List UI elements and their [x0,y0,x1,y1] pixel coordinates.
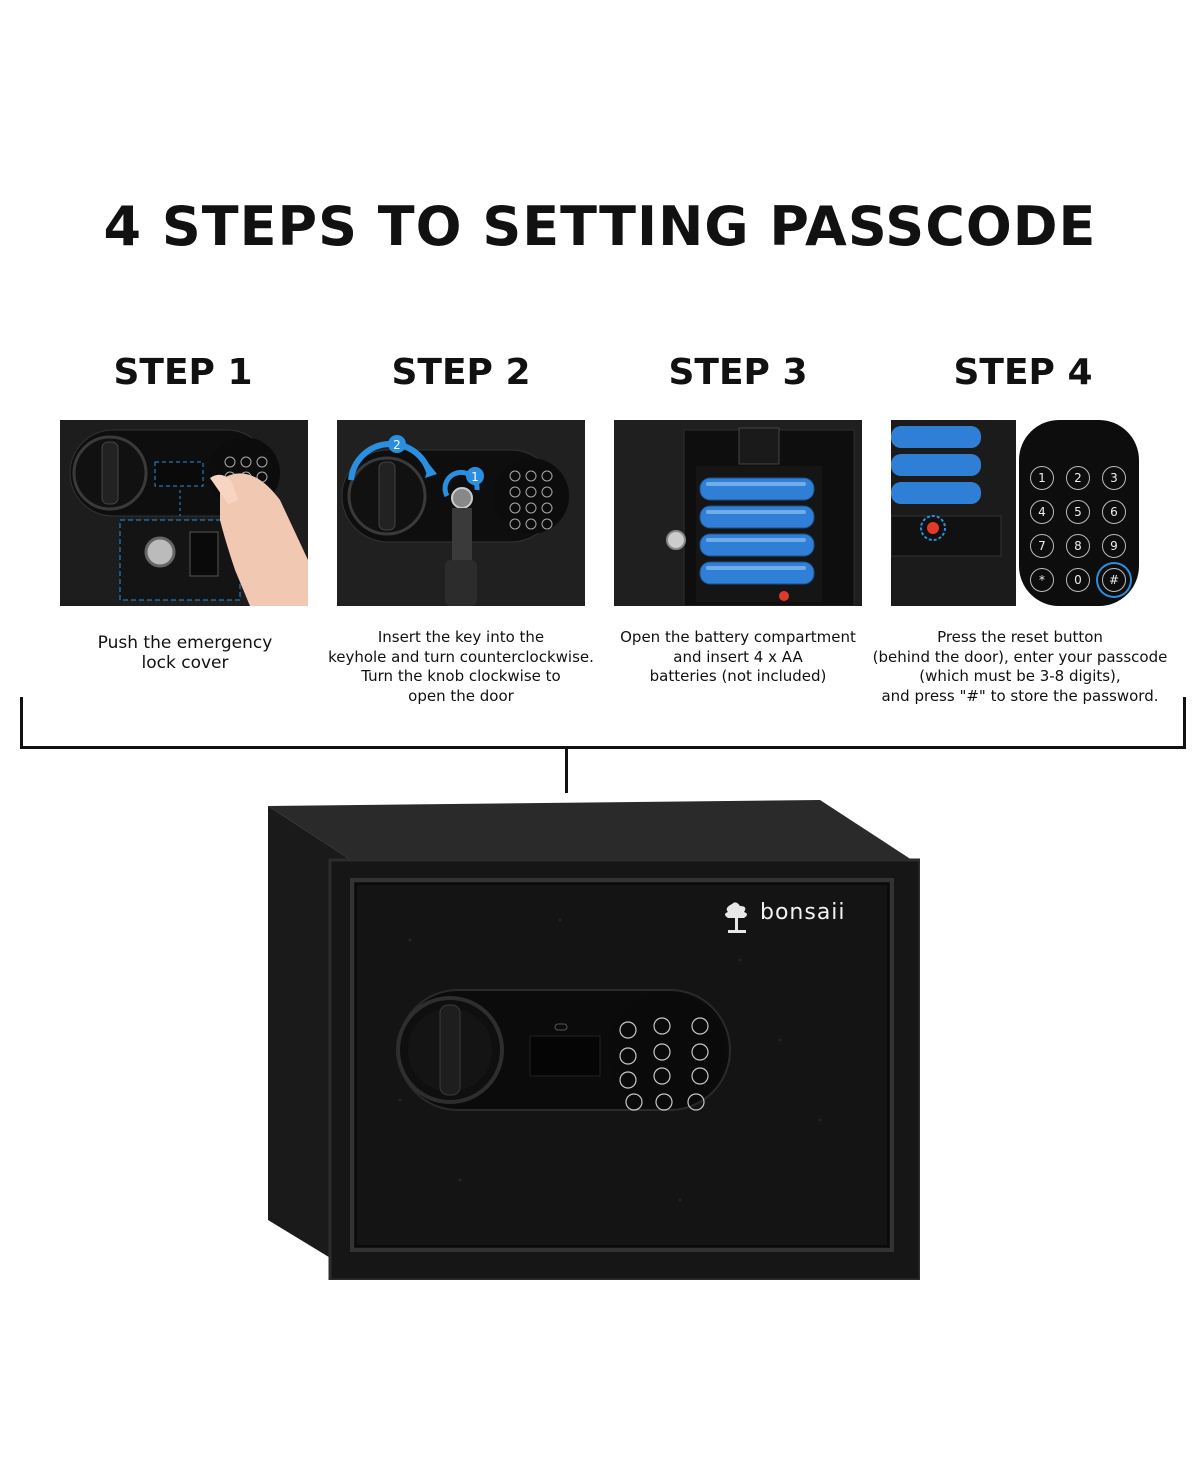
step-2-caption: Insert the key into the keyhole and turn… [316,628,606,706]
step-1-caption: Push the emergency lock cover [60,633,310,673]
bracket-stem [565,749,568,793]
step-4-keypad: 1 2 3 4 5 6 7 8 9 * 0 # [1023,436,1133,596]
keypad-key-6: 6 [1102,500,1126,524]
keypad-key-9: 9 [1102,534,1126,558]
step-2-marker-2-label: 2 [393,438,401,452]
keypad-key-1: 1 [1030,466,1054,490]
step-3-caption-line: Open the battery compartment [620,628,856,646]
step-2-caption-line: Insert the key into the [377,628,545,646]
step-2-caption-line: open the door [408,686,514,705]
step-4-caption: Press the reset button (behind the door)… [855,628,1185,706]
keypad-key-8: 8 [1066,534,1090,558]
step-2-caption-line: keyhole and turn counterclockwise. [328,647,594,666]
brand-logo-text: bonsaii [760,900,846,925]
step-2-caption-line: Turn the knob clockwise to [361,667,561,685]
step-3-caption: Open the battery compartment and insert … [603,628,873,687]
step-1-heading: STEP 1 [113,352,253,393]
keypad-key-5: 5 [1066,500,1090,524]
bracket-left [20,697,23,749]
step-3-caption-line: and insert 4 x AA [673,647,803,666]
step-1-caption-line: Push the emergency [97,633,273,653]
step-4-caption-line: (behind the door), enter your passcode [872,647,1168,666]
step-4-caption-line: Press the reset button [937,628,1103,646]
step-4-heading: STEP 4 [953,352,1093,393]
keypad-key-7: 7 [1030,534,1054,558]
step-2-marker-2 [388,435,406,453]
step-2-marker-1-label: 1 [471,470,479,484]
step-2-marker-1 [466,467,484,485]
safe-illustration: bonsaii [260,800,922,1282]
keypad-key-4: 4 [1030,500,1054,524]
keypad-key-3: 3 [1102,466,1126,490]
bracket-bar [20,746,1186,749]
page-title: 4 STEPS TO SETTING PASSCODE [103,195,1097,258]
step-1-photo [60,420,308,606]
step-4-photo: 1 2 3 4 5 6 7 8 9 * 0 # [891,420,1139,606]
bracket-right [1183,697,1186,749]
keypad-key-star: * [1030,568,1054,592]
step-3-heading: STEP 3 [668,352,808,393]
step-1-caption-line: lock cover [141,653,229,673]
step-3-caption-line: batteries (not included) [649,667,827,685]
step-2-photo: 2 1 [337,420,585,606]
keypad-key-2: 2 [1066,466,1090,490]
step-4-caption-line: and press "#" to store the password. [881,686,1159,705]
step-3-photo [614,420,862,606]
keypad-key-0: 0 [1066,568,1090,592]
step-2-heading: STEP 2 [391,352,531,393]
step-4-caption-line: (which must be 3-8 digits), [919,667,1121,685]
keypad-key-hash: # [1102,568,1126,592]
